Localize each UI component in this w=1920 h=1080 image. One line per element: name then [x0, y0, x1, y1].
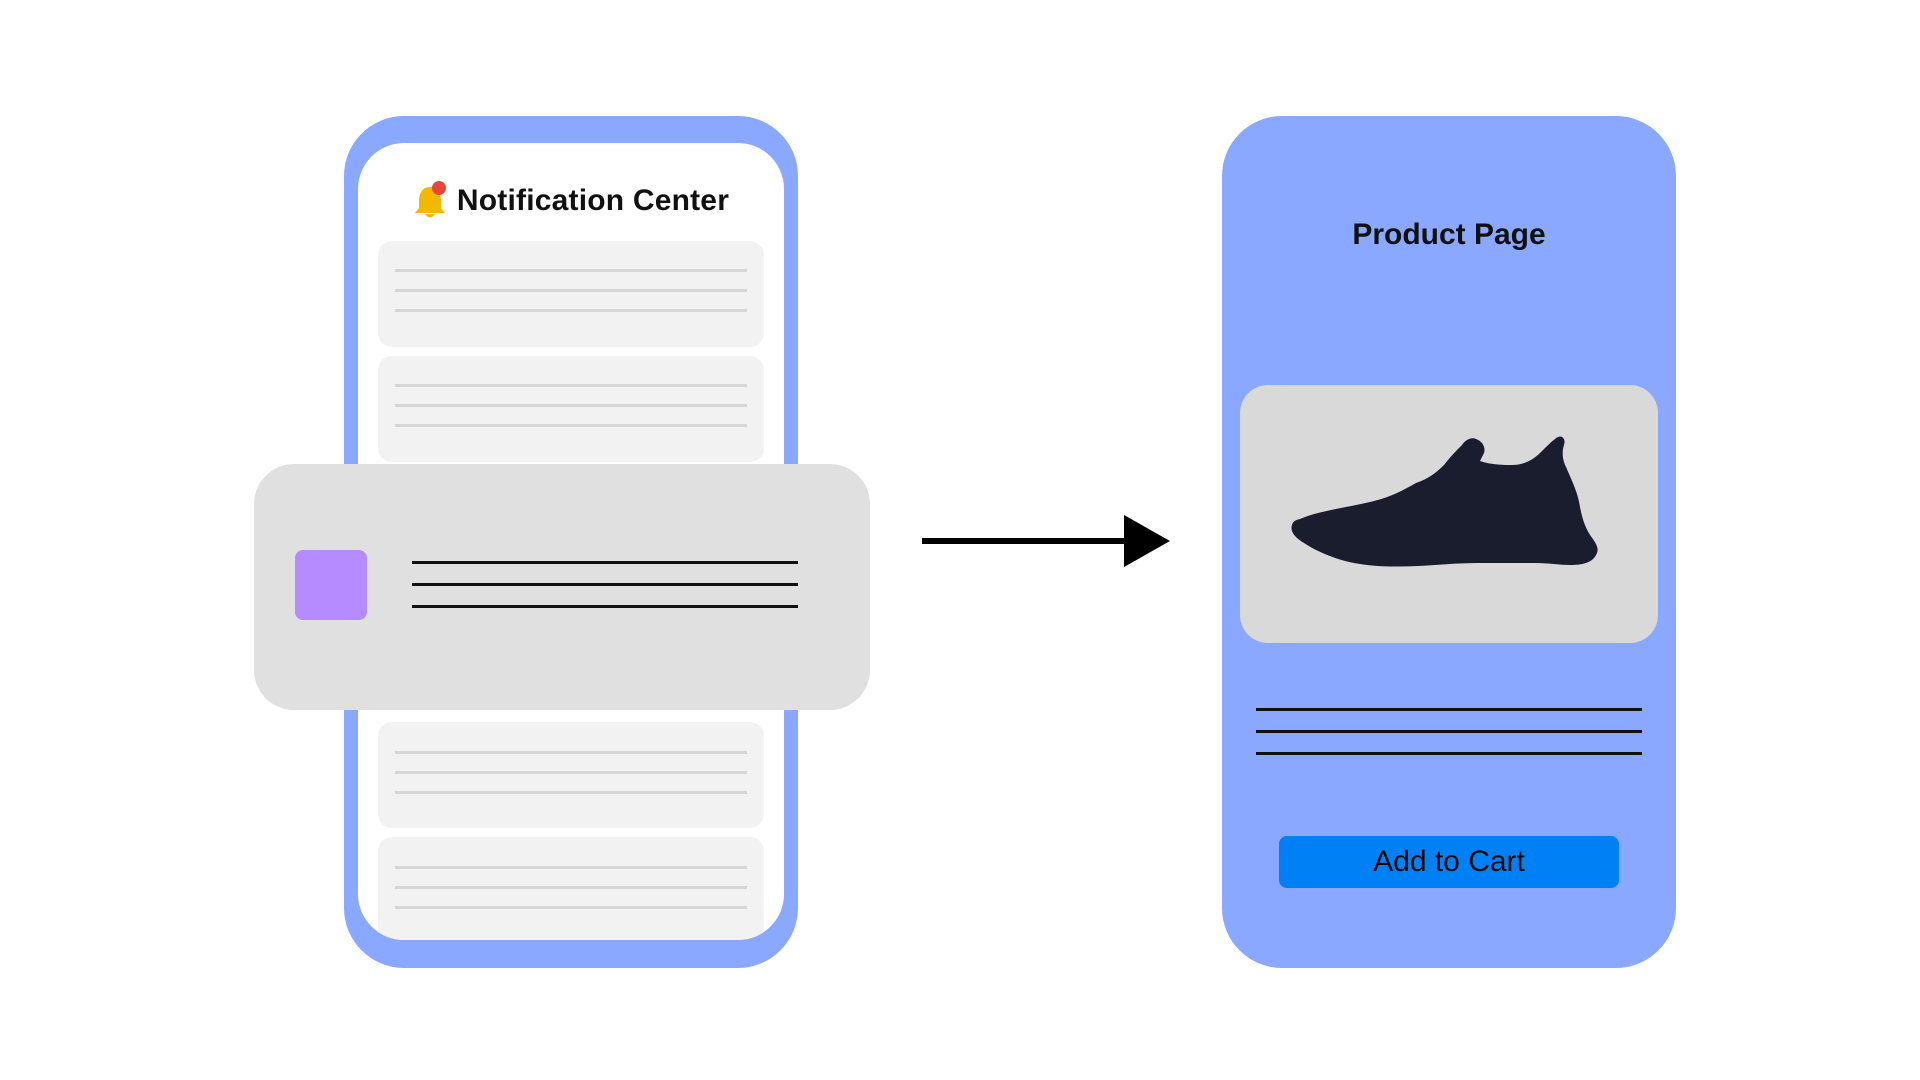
notification-center-header: Notification Center [358, 177, 784, 225]
text-placeholder-line [395, 906, 747, 909]
text-placeholder-line [395, 771, 747, 774]
highlighted-notification[interactable] [254, 464, 870, 710]
text-placeholder-line [395, 269, 747, 272]
text-placeholder-line [395, 404, 747, 407]
bell-icon [413, 181, 447, 221]
text-placeholder-line [395, 424, 747, 427]
text-placeholder-line [395, 309, 747, 312]
text-placeholder-line [1256, 730, 1642, 733]
notification-card[interactable] [378, 241, 764, 347]
add-to-cart-button[interactable]: Add to Cart [1279, 836, 1619, 888]
text-placeholder-line [395, 384, 747, 387]
notification-card[interactable] [378, 837, 764, 940]
text-placeholder-line [395, 791, 747, 794]
text-placeholder-line [395, 866, 747, 869]
text-placeholder-line [412, 605, 798, 608]
text-placeholder-line [395, 886, 747, 889]
text-placeholder-line [412, 561, 798, 564]
app-icon [295, 550, 367, 620]
product-page-phone: Product Page Add to Cart [1222, 116, 1676, 968]
text-placeholder-line [1256, 752, 1642, 755]
text-placeholder-line [1256, 708, 1642, 711]
text-placeholder-line [412, 583, 798, 586]
sneaker-image [1291, 436, 1598, 567]
product-image [1240, 385, 1658, 643]
text-placeholder-line [395, 751, 747, 754]
text-placeholder-line [395, 289, 747, 292]
notification-center-title: Notification Center [456, 184, 730, 217]
notification-card[interactable] [378, 722, 764, 828]
product-page-title: Product Page [1352, 218, 1546, 251]
right-arrow-icon [922, 515, 1170, 567]
notification-card[interactable] [378, 356, 764, 462]
